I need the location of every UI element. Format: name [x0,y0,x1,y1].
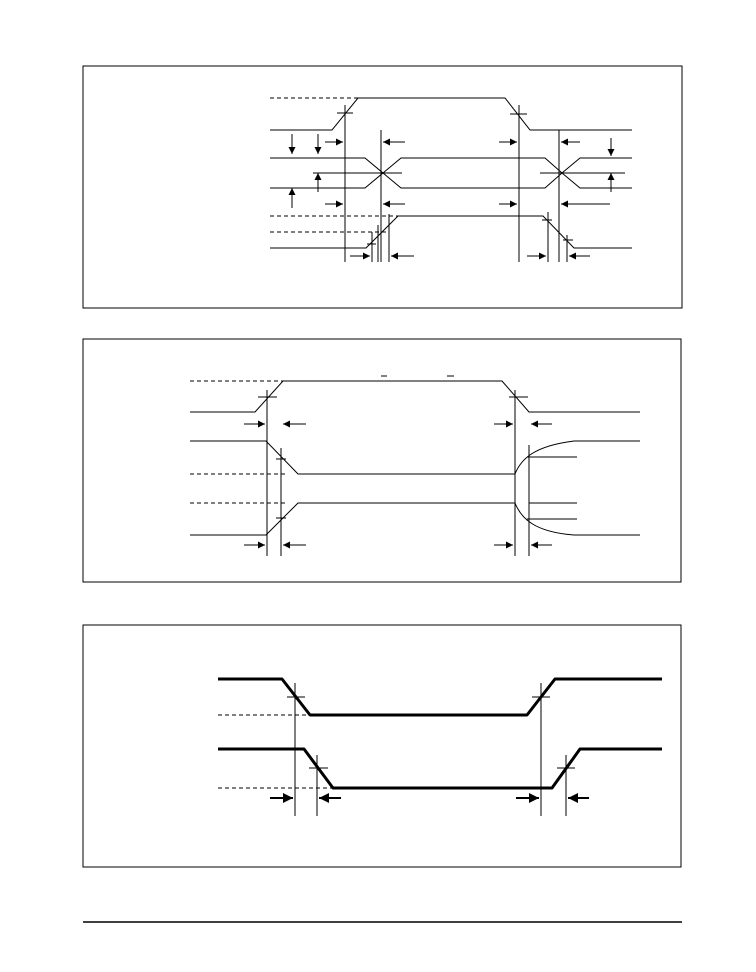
figure-1 [82,65,683,309]
upper-signal-line [218,677,662,717]
timing-guides [266,390,530,556]
timing-guides [294,683,567,816]
figure-1-frame [82,65,683,309]
data-lower-line [270,172,632,189]
output-lower-line [190,502,515,536]
output-upper-line [190,440,515,475]
figure-2-frame [82,338,682,583]
output-signal-line [270,215,632,249]
output-lower-curve [514,502,640,536]
figure-3-frame [82,624,682,868]
output-waveform [190,440,640,536]
timing-guides [344,105,568,262]
clock-signal-line [190,380,640,413]
timing-arrows [244,420,552,549]
output-upper-curve [514,440,640,475]
clock-signal-line [270,97,632,131]
figure-2 [82,338,682,583]
lower-signal-line [218,747,662,790]
timing-arrows [288,134,615,260]
data-upper-line [270,157,632,174]
figure-3 [82,624,682,868]
